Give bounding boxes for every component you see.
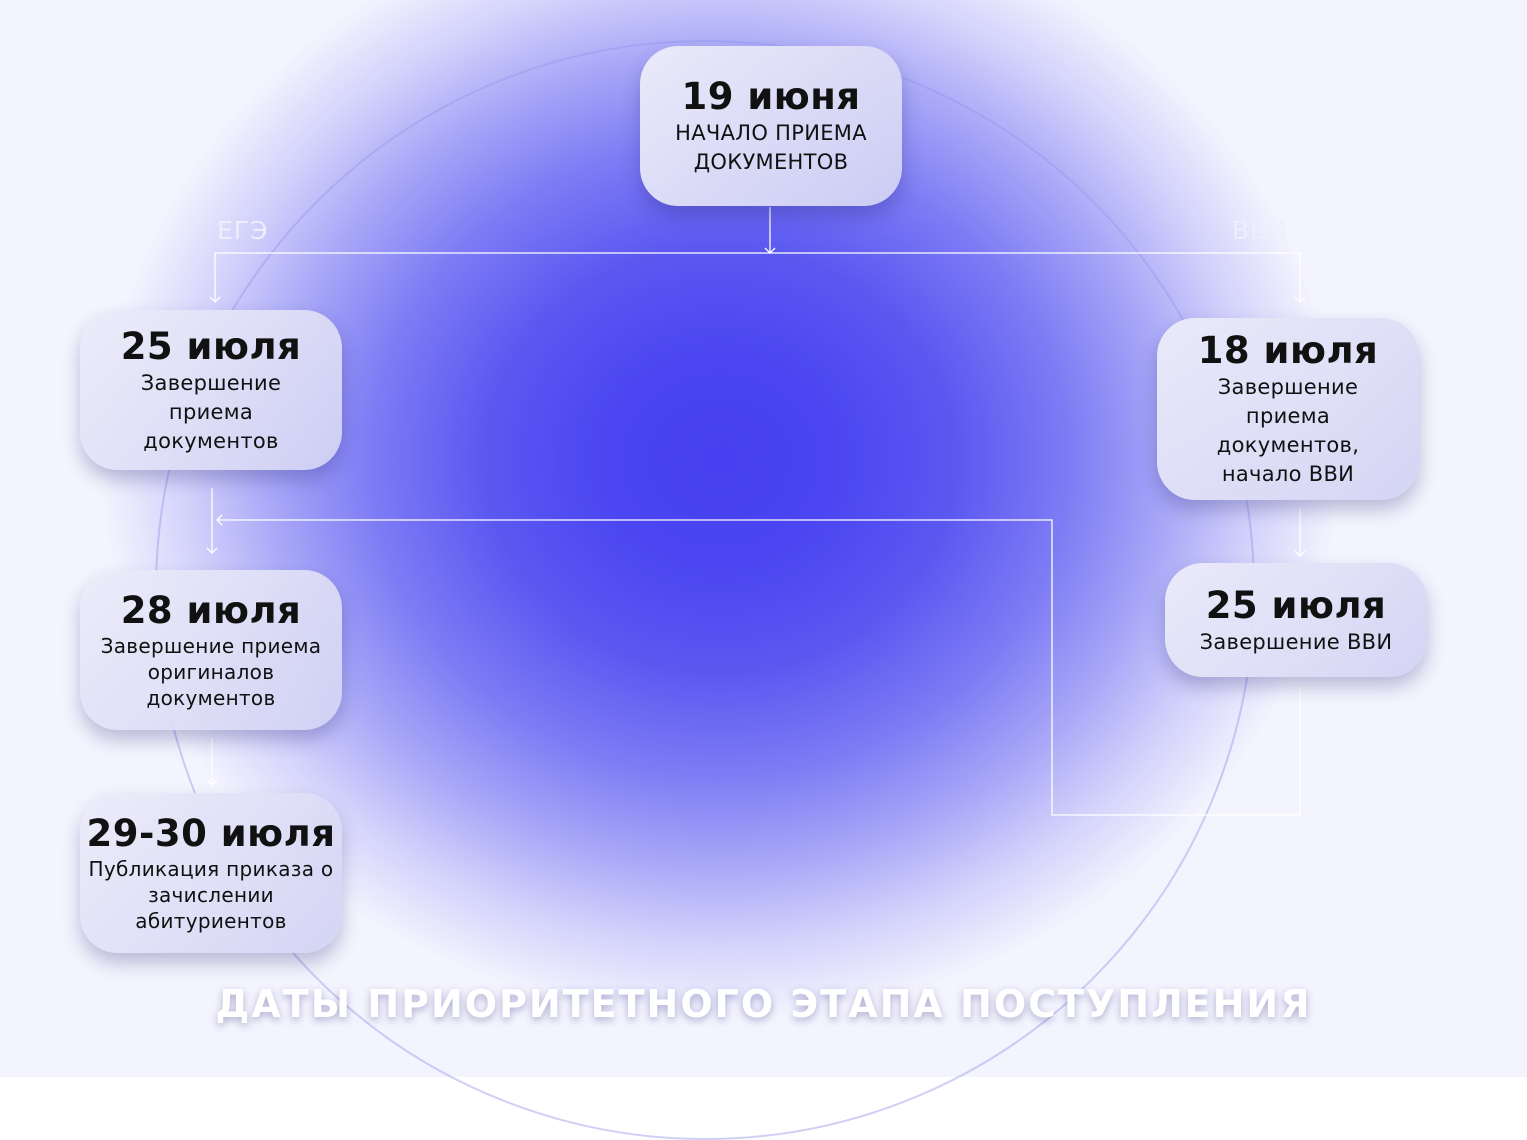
node-text: НАЧАЛО ПРИЕМА ДОКУМЕНТОВ <box>675 121 867 174</box>
node-text: Завершение приема документов, начало ВВИ <box>1216 375 1360 486</box>
node-start: 19 июня НАЧАЛО ПРИЕМА ДОКУМЕНТОВ <box>640 46 902 206</box>
connector-vvi-feedback <box>216 514 1301 816</box>
node-originals-end: 28 июля Завершение приема оригиналов док… <box>80 570 342 730</box>
node-date: 29-30 июля <box>86 812 336 855</box>
node-text: Завершение ВВИ <box>1199 629 1393 654</box>
node-date: 18 июля <box>1197 329 1379 372</box>
node-vvi-docs-end: 18 июля Завершение приема документов, на… <box>1157 318 1419 500</box>
branch-label-vvi: ВВИ <box>1232 216 1289 245</box>
node-date: 19 июня <box>681 75 861 118</box>
node-text: Завершение приема документов <box>140 370 282 453</box>
page-title: ДАТЫ ПРИОРИТЕТНОГО ЭТАПА ПОСТУПЛЕНИЯ <box>215 982 1312 1026</box>
node-order-publication: 29-30 июля Публикация приказа о зачислен… <box>80 793 342 953</box>
flow-connectors <box>206 247 1306 816</box>
node-date: 28 июля <box>120 589 302 632</box>
node-vvi-end: 25 июля Завершение ВВИ <box>1165 563 1427 677</box>
node-text: Завершение приема оригиналов документов <box>100 634 322 710</box>
node-ege-docs-end: 25 июля Завершение приема документов <box>80 310 342 470</box>
branch-label-ege: ЕГЭ <box>217 216 269 245</box>
node-text: Публикация приказа о зачислении абитурие… <box>88 857 334 933</box>
node-date: 25 июля <box>1205 583 1387 627</box>
node-date: 25 июля <box>120 324 302 368</box>
